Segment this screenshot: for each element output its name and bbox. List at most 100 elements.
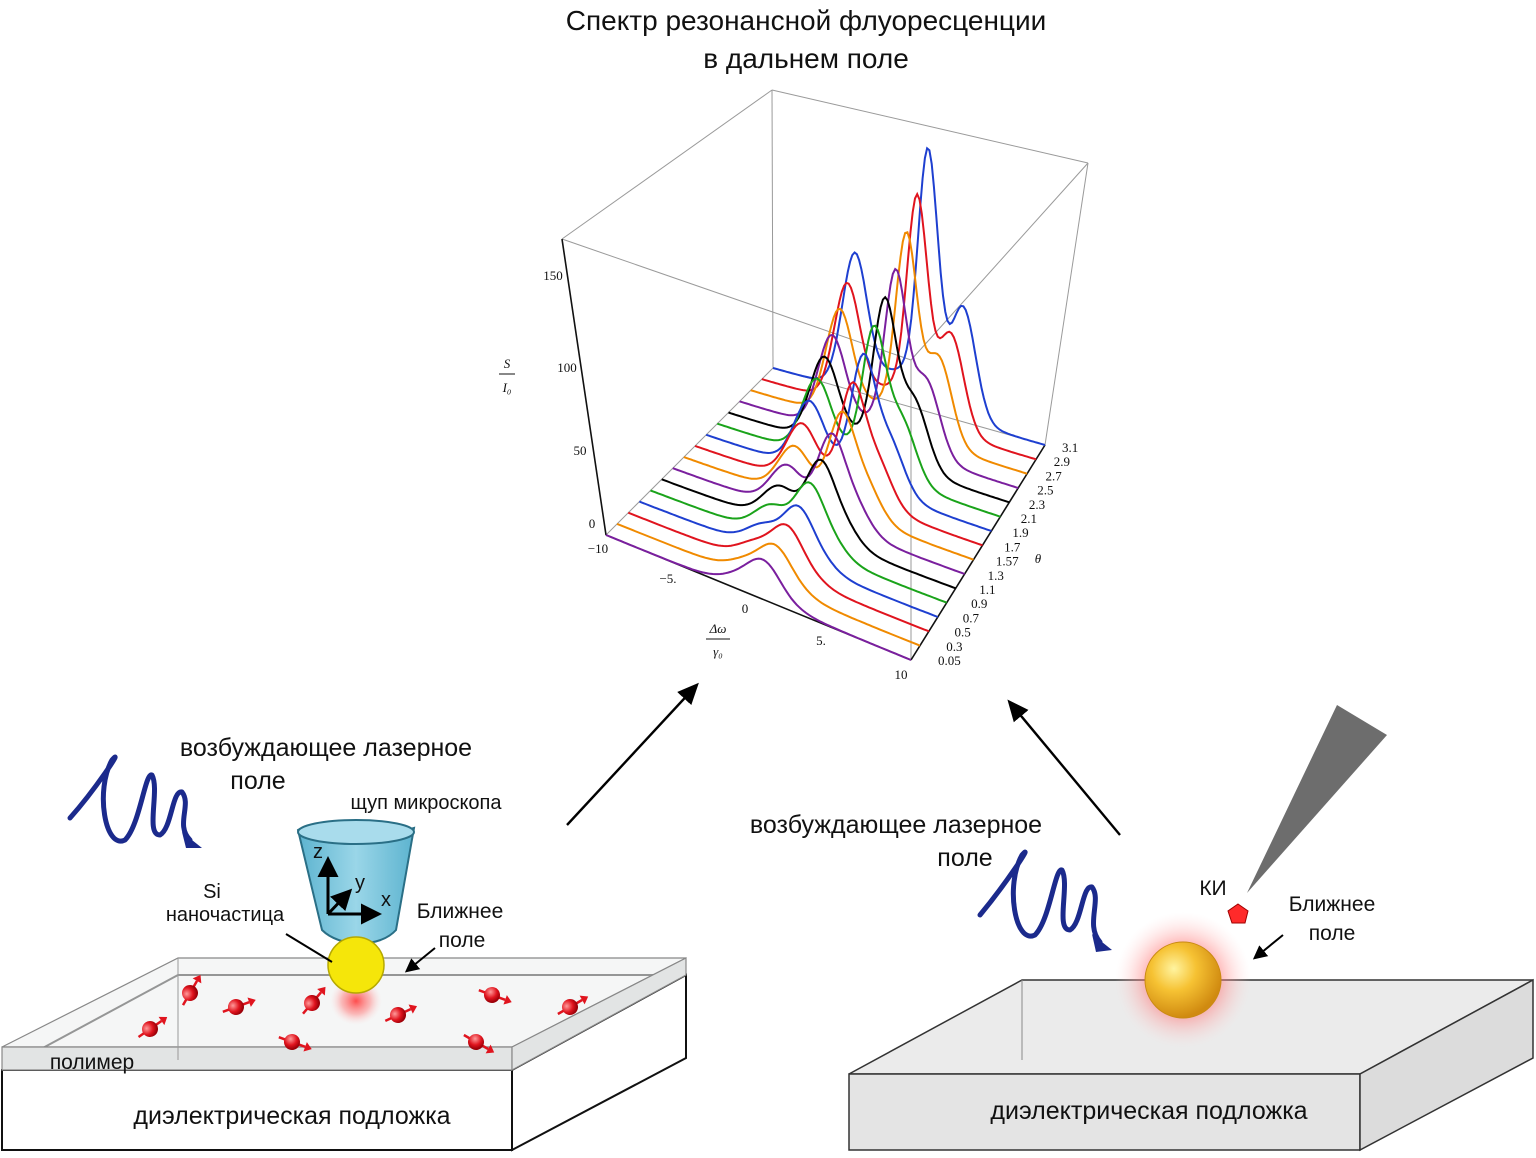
si-label-line1: Si <box>203 881 221 903</box>
spectrum-curve <box>694 380 983 547</box>
right-near-field-label-line1: Ближнее <box>1289 893 1376 916</box>
spectrum-curve <box>672 432 965 575</box>
left-panel: возбуждающее лазерное поле полимер диэле… <box>1 734 687 1152</box>
quantum-dot-label: КИ <box>1199 877 1226 900</box>
x-axis-ticks: −10 −5. 0 5. 10 <box>588 541 908 682</box>
metal-nanoparticle <box>1144 941 1222 1019</box>
spectrum-curves <box>605 146 1046 661</box>
dipole-molecule <box>557 995 589 1016</box>
dipole-molecule <box>384 1004 418 1023</box>
dipole-molecule <box>302 986 326 1015</box>
theta-tick: 0.7 <box>963 610 980 625</box>
right-to-plot-arrow <box>1007 699 1121 836</box>
probe-label: щуп микроскопа <box>350 792 502 814</box>
spectrum-curve <box>627 511 930 633</box>
left-near-field-pointer <box>404 947 436 973</box>
polymer-label: полимер <box>50 1051 134 1074</box>
dipole-molecule <box>137 1016 168 1039</box>
theta-tick: 1.57 <box>996 554 1019 569</box>
z-tick-0: 0 <box>589 516 596 531</box>
left-substrate-label: диэлектрическая подложка <box>133 1102 450 1130</box>
x-tick-0: 0 <box>742 601 749 616</box>
dipole-molecule <box>478 987 512 1005</box>
x-tick-m5: −5. <box>659 571 676 586</box>
spectrum-curve <box>616 522 921 647</box>
theta-axis-ticks: 0.050.30.50.70.91.11.31.571.71.92.12.32.… <box>938 440 1078 668</box>
theta-tick: 2.5 <box>1037 483 1053 498</box>
figure-title-line2: в дальнем поле <box>703 43 909 74</box>
theta-tick: 2.3 <box>1029 497 1045 512</box>
z-label-num: S <box>504 356 511 371</box>
theta-tick: 3.1 <box>1062 440 1078 455</box>
z-tick-50: 50 <box>574 443 587 458</box>
spectrum-curve <box>650 481 948 604</box>
si-nanoparticle <box>327 936 385 994</box>
dipole-molecule <box>463 1033 495 1054</box>
theta-tick: 2.7 <box>1046 468 1063 483</box>
left-near-field-label-line1: Ближнее <box>417 900 504 923</box>
x-tick-m10: −10 <box>588 541 608 556</box>
si-label-line2: наночастица <box>166 904 285 926</box>
spectrum-curve <box>705 352 992 532</box>
axis-z-label: z <box>313 841 323 863</box>
theta-tick: 2.9 <box>1054 454 1070 469</box>
dipole-molecule <box>181 974 202 1006</box>
right-laser-label-line2: поле <box>937 844 992 872</box>
z-axis-ticks: 0 50 100 150 <box>543 268 595 531</box>
microscope-probe-rim <box>297 819 415 845</box>
quantum-dot-icon <box>1227 903 1249 924</box>
spectrum-curve <box>750 231 1028 475</box>
spectrum-curve <box>661 458 957 590</box>
left-to-plot-arrow <box>566 682 699 826</box>
spectrum-curve <box>772 146 1046 446</box>
spectrum-curve <box>683 410 974 561</box>
z-tick-150: 150 <box>543 268 563 283</box>
x-label-num: Δω <box>709 621 727 636</box>
x-label-den: γ₀ <box>713 644 723 659</box>
right-substrate-label: диэлектрическая подложка <box>990 1097 1307 1125</box>
theta-tick: 0.3 <box>946 639 962 654</box>
theta-tick: 0.05 <box>938 653 961 668</box>
theta-tick: 1.3 <box>988 568 1004 583</box>
right-laser-arrow-icon <box>1092 934 1112 952</box>
x-tick-10: 10 <box>895 667 908 682</box>
theta-tick: 1.1 <box>979 582 995 597</box>
right-laser-label-line1: возбуждающее лазерное <box>750 811 1042 839</box>
z-tick-100: 100 <box>557 360 577 375</box>
right-laser-wave-icon <box>977 849 1103 945</box>
axis-x-label: x <box>381 889 391 911</box>
z-axis-label: S I₀ <box>499 356 515 395</box>
theta-tick: 2.1 <box>1021 511 1037 526</box>
right-substrate-side <box>1359 978 1534 1152</box>
right-panel: возбуждающее лазерное поле диэлектрическ… <box>750 705 1534 1152</box>
axis-y-label: y <box>355 872 365 894</box>
theta-tick: 1.9 <box>1012 525 1028 540</box>
left-near-field-label-line2: поле <box>439 929 486 952</box>
z-label-den: I₀ <box>502 380 512 395</box>
left-polymer-side <box>511 957 687 1072</box>
theta-tick: 1.7 <box>1004 539 1021 554</box>
left-laser-wave-icon <box>67 754 193 844</box>
spectrum-curve <box>728 295 1010 504</box>
left-laser-label-line2: поле <box>230 767 285 795</box>
x-axis-label: Δω γ₀ <box>706 621 730 659</box>
theta-tick: 0.5 <box>955 625 971 640</box>
si-label-pointer <box>285 933 333 963</box>
spectrum-curve <box>717 324 1001 518</box>
left-laser-arrow-icon <box>182 832 202 848</box>
x-tick-5: 5. <box>816 633 826 648</box>
dipole-molecule <box>278 1034 312 1052</box>
spectrum-curve <box>739 267 1019 489</box>
figure-title-line1: Спектр резонансной флуоресценции <box>566 5 1046 36</box>
spectrum-curve <box>639 500 939 618</box>
left-laser-label-line1: возбуждающее лазерное <box>180 734 472 762</box>
dipole-molecules <box>137 974 589 1054</box>
right-near-field-pointer <box>1252 934 1284 960</box>
spectrum-curve <box>761 191 1037 461</box>
spectrum-curve <box>605 534 912 661</box>
theta-axis-label: θ <box>1035 551 1042 566</box>
right-near-field-label-line2: поле <box>1309 922 1356 945</box>
theta-tick: 0.9 <box>971 596 987 611</box>
dipole-molecule <box>222 997 256 1015</box>
